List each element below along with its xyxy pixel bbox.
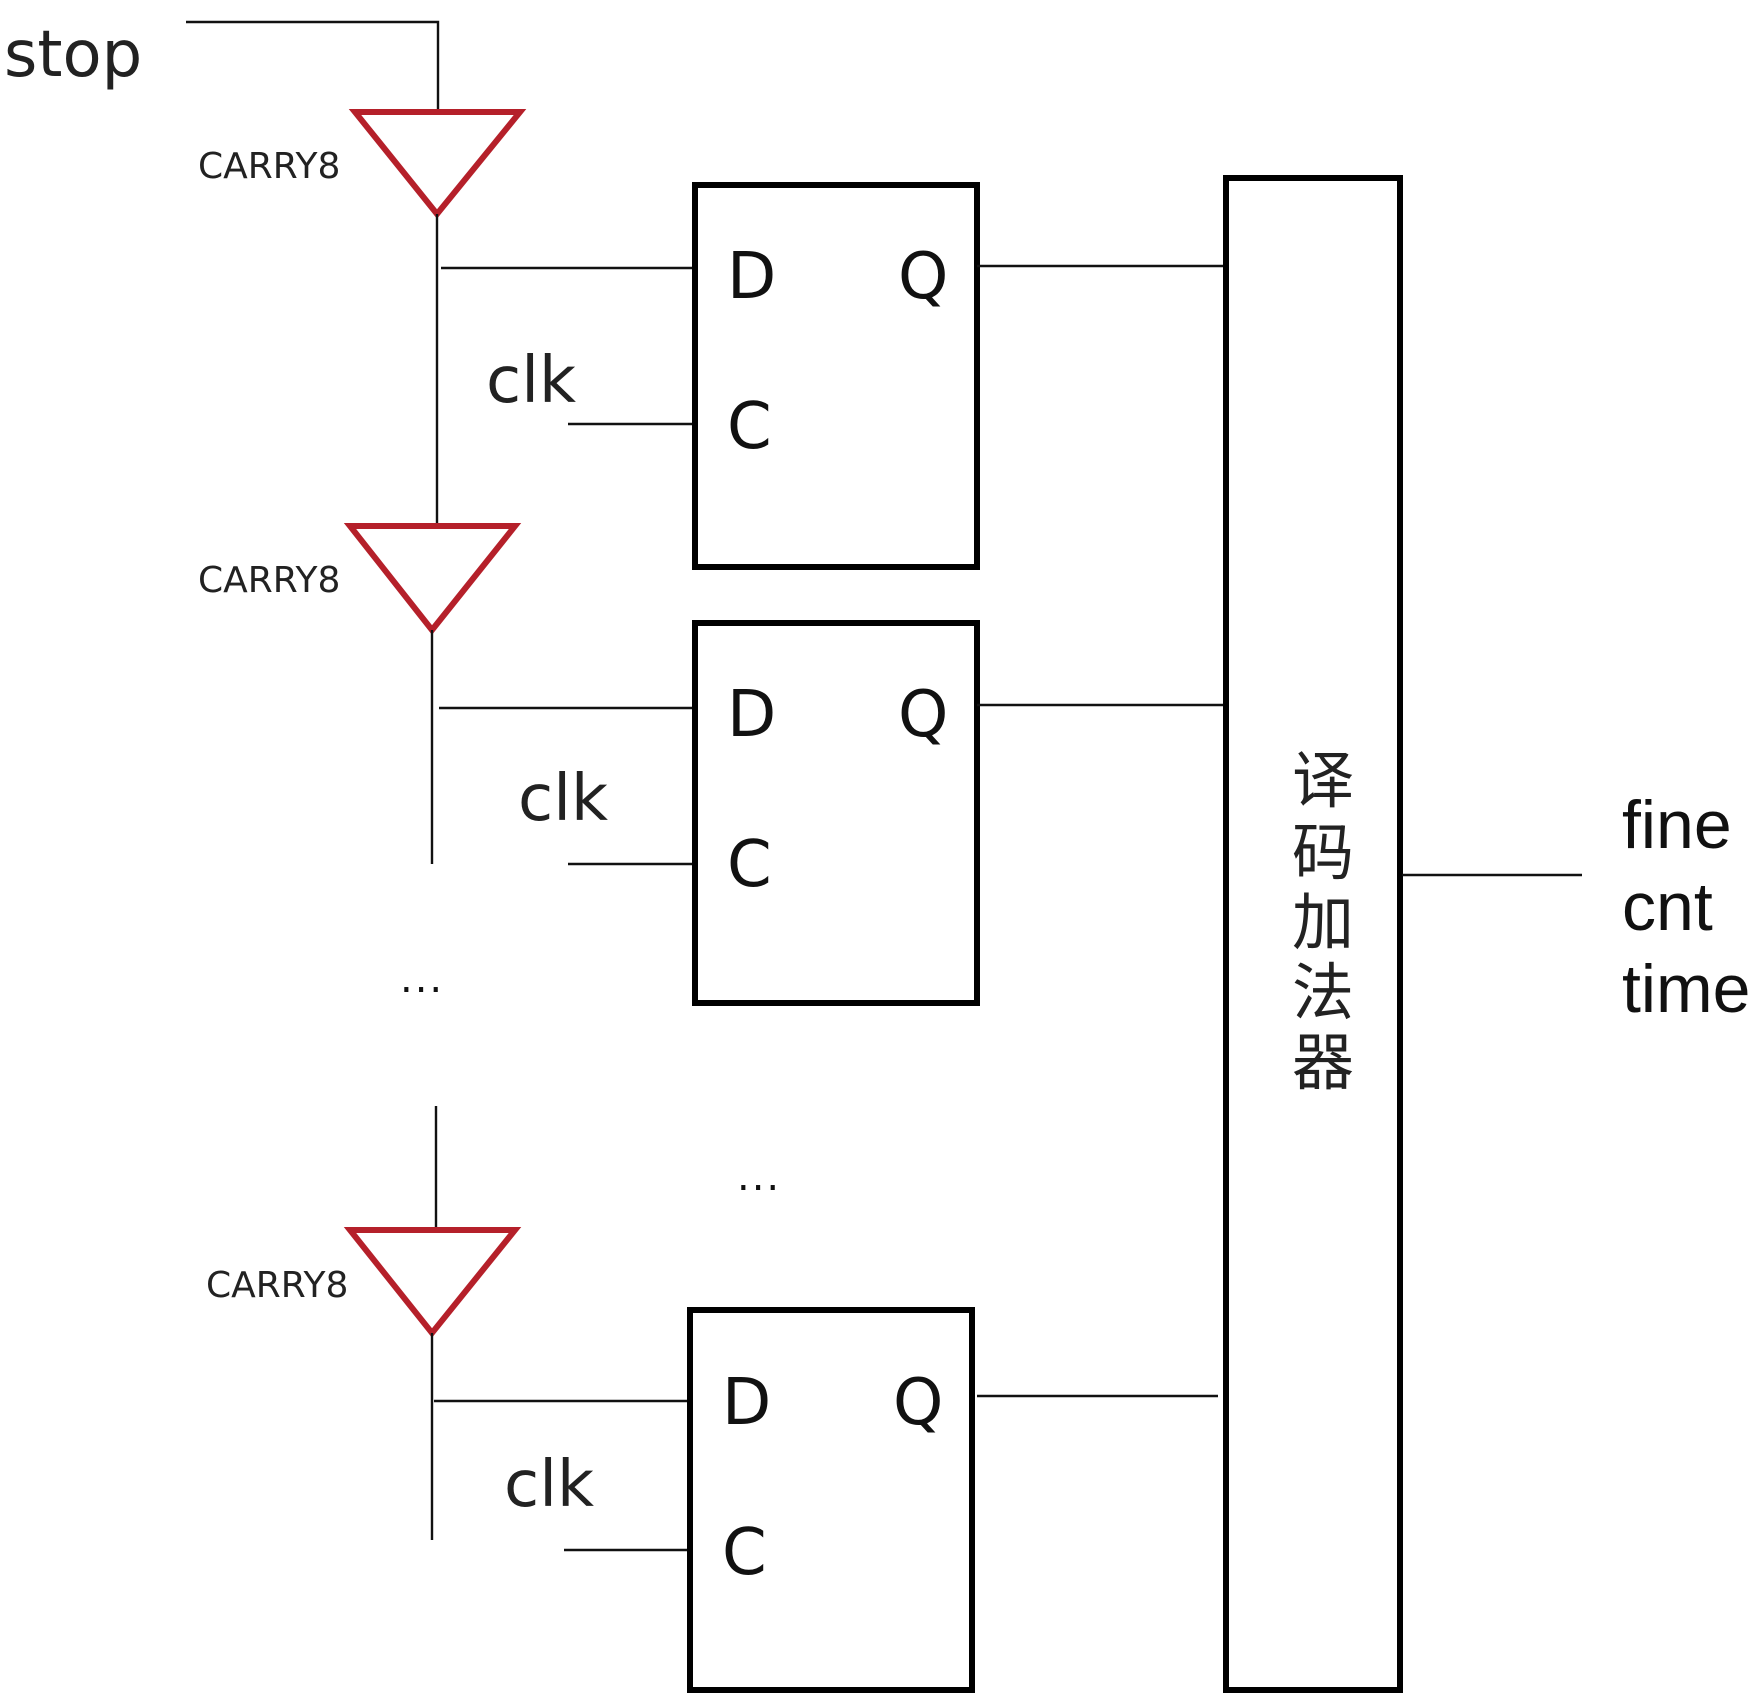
ff-c-label-3: C — [722, 1516, 767, 1590]
chain-ellipsis: ... — [400, 956, 444, 1002]
ff-d-label-3: D — [722, 1366, 771, 1440]
decoder-char-3: 加 — [1292, 886, 1354, 959]
decoder-char-1: 译 — [1292, 744, 1354, 817]
carry8-buffer-2 — [343, 523, 522, 635]
output-line-2: cnt — [1622, 869, 1713, 945]
ff-q-label-3: Q — [893, 1366, 943, 1440]
clk-label-1: clk — [486, 344, 576, 418]
output-line-1: fine — [1622, 787, 1732, 863]
ff-c-label-1: C — [727, 390, 772, 464]
carry8-label-1: CARRY8 — [198, 146, 340, 187]
ff-q-label-2: Q — [898, 678, 948, 752]
decoder-char-5: 器 — [1292, 1026, 1354, 1099]
flipflop-3 — [687, 1307, 975, 1693]
stop-wire — [186, 20, 440, 112]
clk-label-3: clk — [504, 1448, 594, 1522]
flipflop-2 — [692, 620, 980, 1006]
stop-label: stop — [4, 18, 142, 92]
flipflop-ellipsis: ... — [737, 1154, 781, 1200]
stage-3: CARRY8 clk D Q C — [206, 1106, 1218, 1693]
ff-d-label-1: D — [727, 240, 776, 314]
flipflop-1 — [692, 182, 980, 570]
decoder-adder-block — [1223, 175, 1403, 1693]
output-label: fine cnt time — [1622, 787, 1750, 1027]
carry8-buffer-3 — [343, 1227, 522, 1338]
decoder-char-2: 码 — [1292, 816, 1354, 889]
clk-label-2: clk — [518, 762, 608, 836]
ff-q-label-1: Q — [898, 240, 948, 314]
output-line-3: time — [1622, 951, 1750, 1027]
stage-1: CARRY8 clk D Q C — [198, 109, 1223, 570]
decoder-adder-label: 译 码 加 法 器 — [1292, 744, 1354, 1099]
ff-d-label-2: D — [727, 678, 776, 752]
carry8-label-3: CARRY8 — [206, 1265, 348, 1306]
stage-2: CARRY8 clk D Q C — [198, 523, 1223, 1006]
carry8-buffer-1 — [348, 109, 527, 219]
carry8-label-2: CARRY8 — [198, 560, 340, 601]
ff-c-label-2: C — [727, 828, 772, 902]
decoder-char-4: 法 — [1292, 956, 1354, 1029]
